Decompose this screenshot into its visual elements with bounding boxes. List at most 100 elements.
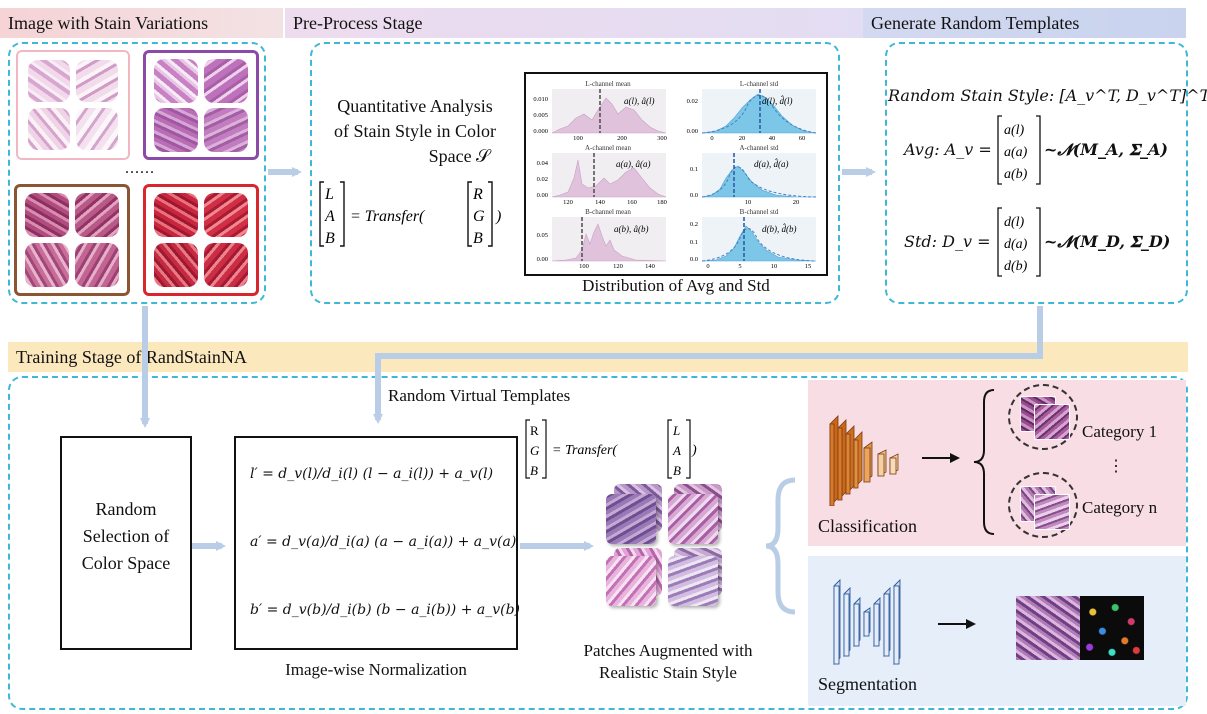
hist-a-mean [551, 159, 667, 198]
preprocess-panel [310, 42, 840, 304]
patch-thumb [1034, 404, 1070, 440]
std-distribution: ~𝓝(M_D, 𝚺_D) [1044, 232, 1171, 251]
y-tick: 0.000 [533, 128, 548, 135]
random-selection-line-1: Random [95, 499, 157, 519]
tissue-thumb [154, 108, 198, 152]
hist-legend: a(a), â(a) [616, 159, 651, 169]
hist-l-std [701, 93, 817, 134]
tissue-thumb [75, 243, 119, 287]
pink-stain-group [16, 50, 130, 160]
tissue-thumb [204, 108, 248, 152]
patches-caption-line-2: Realistic Stain Style [599, 663, 737, 682]
hist-title: B-channel mean [585, 208, 631, 216]
svg-text:A: A [672, 443, 681, 458]
y-tick: 0.00 [537, 256, 548, 263]
purple-stain-group [143, 50, 259, 160]
hist-l-mean [551, 97, 667, 134]
histogram-svg: L-channel mean a(l), â(l) 0.010 0.005 0.… [533, 80, 817, 270]
svg-text:): ) [495, 208, 501, 225]
x-tick: 120 [613, 263, 623, 270]
segmentation-label: Segmentation [818, 674, 917, 694]
avg-distribution: ~𝓝(M_A, 𝚺_A) [1044, 140, 1168, 159]
svg-text:B: B [530, 463, 538, 478]
x-tick: 20 [739, 135, 746, 142]
y-tick: 0.00 [537, 192, 548, 199]
red-stain-group [143, 184, 259, 296]
patch-thumb [668, 556, 718, 606]
std-label: Std: D_v = [904, 232, 991, 251]
vector-entry: a(b) [1004, 167, 1028, 182]
random-selection-box: Random Selection of Color Space [60, 436, 192, 650]
brown-stain-group [14, 184, 130, 296]
tissue-thumb [28, 60, 70, 102]
y-tick: 0.010 [533, 96, 548, 103]
classification-panel: Category 1 ⋮ Category n Classification [808, 380, 1186, 546]
x-tick: 0 [706, 263, 709, 270]
arrow-templates-to-training [373, 306, 1043, 424]
hist-title: B-channel std [740, 208, 779, 216]
y-tick: 0.1 [690, 239, 698, 246]
y-tick: 0.04 [537, 160, 549, 167]
segmentation-input-image [1016, 596, 1080, 660]
x-tick: 100 [579, 263, 589, 270]
x-tick: 60 [799, 135, 806, 142]
y-tick: 0.1 [690, 166, 698, 173]
ellipsis: ...... [125, 160, 155, 177]
x-tick: 180 [657, 199, 667, 206]
vector-entry: d(l) [1004, 215, 1025, 230]
hist-b-mean [551, 223, 667, 262]
std-vector-brackets: d(l) d(a) d(b) [997, 207, 1041, 277]
tissue-thumb [28, 108, 70, 150]
svg-text:R: R [530, 423, 539, 438]
vector-entry: a(l) [1004, 123, 1025, 138]
analysis-text: Quantitative Analysis of Stain Style in … [312, 94, 518, 169]
normalization-box: l′ = d_v(l)/d_i(l) (l − a_i(l)) + a_v(l)… [234, 436, 520, 650]
avg-label: Avg: A_v = [904, 140, 992, 159]
x-tick: 0 [710, 135, 713, 142]
tissue-thumb [75, 193, 119, 237]
hist-legend: d(l), d̂(l) [762, 95, 793, 106]
virtual-templates-label: Random Virtual Templates [388, 386, 571, 405]
patch-thumb [606, 556, 656, 606]
category-1-patches [1008, 384, 1078, 450]
x-tick: 5 [738, 263, 741, 270]
header-templates: Generate Random Templates [863, 8, 1186, 38]
random-stain-style: Random Stain Style: [A_v^T, D_v^T]^T [888, 86, 1207, 105]
avg-equation: Avg: A_v = a(l) a(a) a(b) ~𝓝(M_A, 𝚺_A) [900, 114, 1186, 188]
hist-legend: d(a), d̂(a) [754, 158, 789, 169]
patches-caption: Patches Augmented with Realistic Stain S… [548, 640, 788, 684]
segmentation-mask-image [1080, 596, 1144, 660]
category-1-label: Category 1 [1082, 422, 1158, 441]
vector-entry: d(a) [1004, 237, 1028, 252]
tissue-thumb [204, 243, 248, 287]
std-equation: Std: D_v = d(l) d(a) d(b) ~𝓝(M_D, 𝚺_D) [900, 206, 1186, 280]
tissue-thumb [25, 193, 69, 237]
svg-text:G: G [473, 208, 485, 225]
templates-panel [885, 42, 1188, 304]
y-tick: 0.02 [537, 176, 548, 183]
svg-text:): ) [691, 443, 697, 458]
unet-icon [833, 578, 901, 666]
hist-legend: d(b), d̂(b) [762, 223, 797, 234]
x-tick: 10 [745, 199, 752, 206]
arrow-to-categories [922, 453, 960, 463]
y-tick: 0.00 [687, 128, 698, 135]
svg-text:= Transfer(: = Transfer( [552, 443, 618, 458]
tissue-thumb [154, 193, 198, 237]
histogram-figure: L-channel mean a(l), â(l) 0.010 0.005 0.… [524, 72, 828, 276]
norm-eq-a: a′ = d_v(a)/d_i(a) (a − a_i(a)) + a_v(a) [250, 534, 517, 550]
avg-vector-brackets: a(l) a(a) a(b) [997, 115, 1041, 185]
category-brace [973, 389, 995, 535]
header-stain-variations: Image with Stain Variations [0, 8, 283, 38]
tissue-thumb [154, 59, 198, 103]
x-tick: 40 [769, 135, 776, 142]
hist-title: A-channel std [739, 144, 779, 152]
y-tick: 0.0 [690, 256, 698, 263]
x-tick: 140 [595, 199, 605, 206]
x-tick: 20 [793, 199, 800, 206]
analysis-line-2: of Stain Style in Color [334, 121, 496, 141]
patch-thumb [668, 494, 718, 544]
svg-text:R: R [472, 186, 483, 203]
analysis-line-1: Quantitative Analysis [337, 96, 493, 116]
